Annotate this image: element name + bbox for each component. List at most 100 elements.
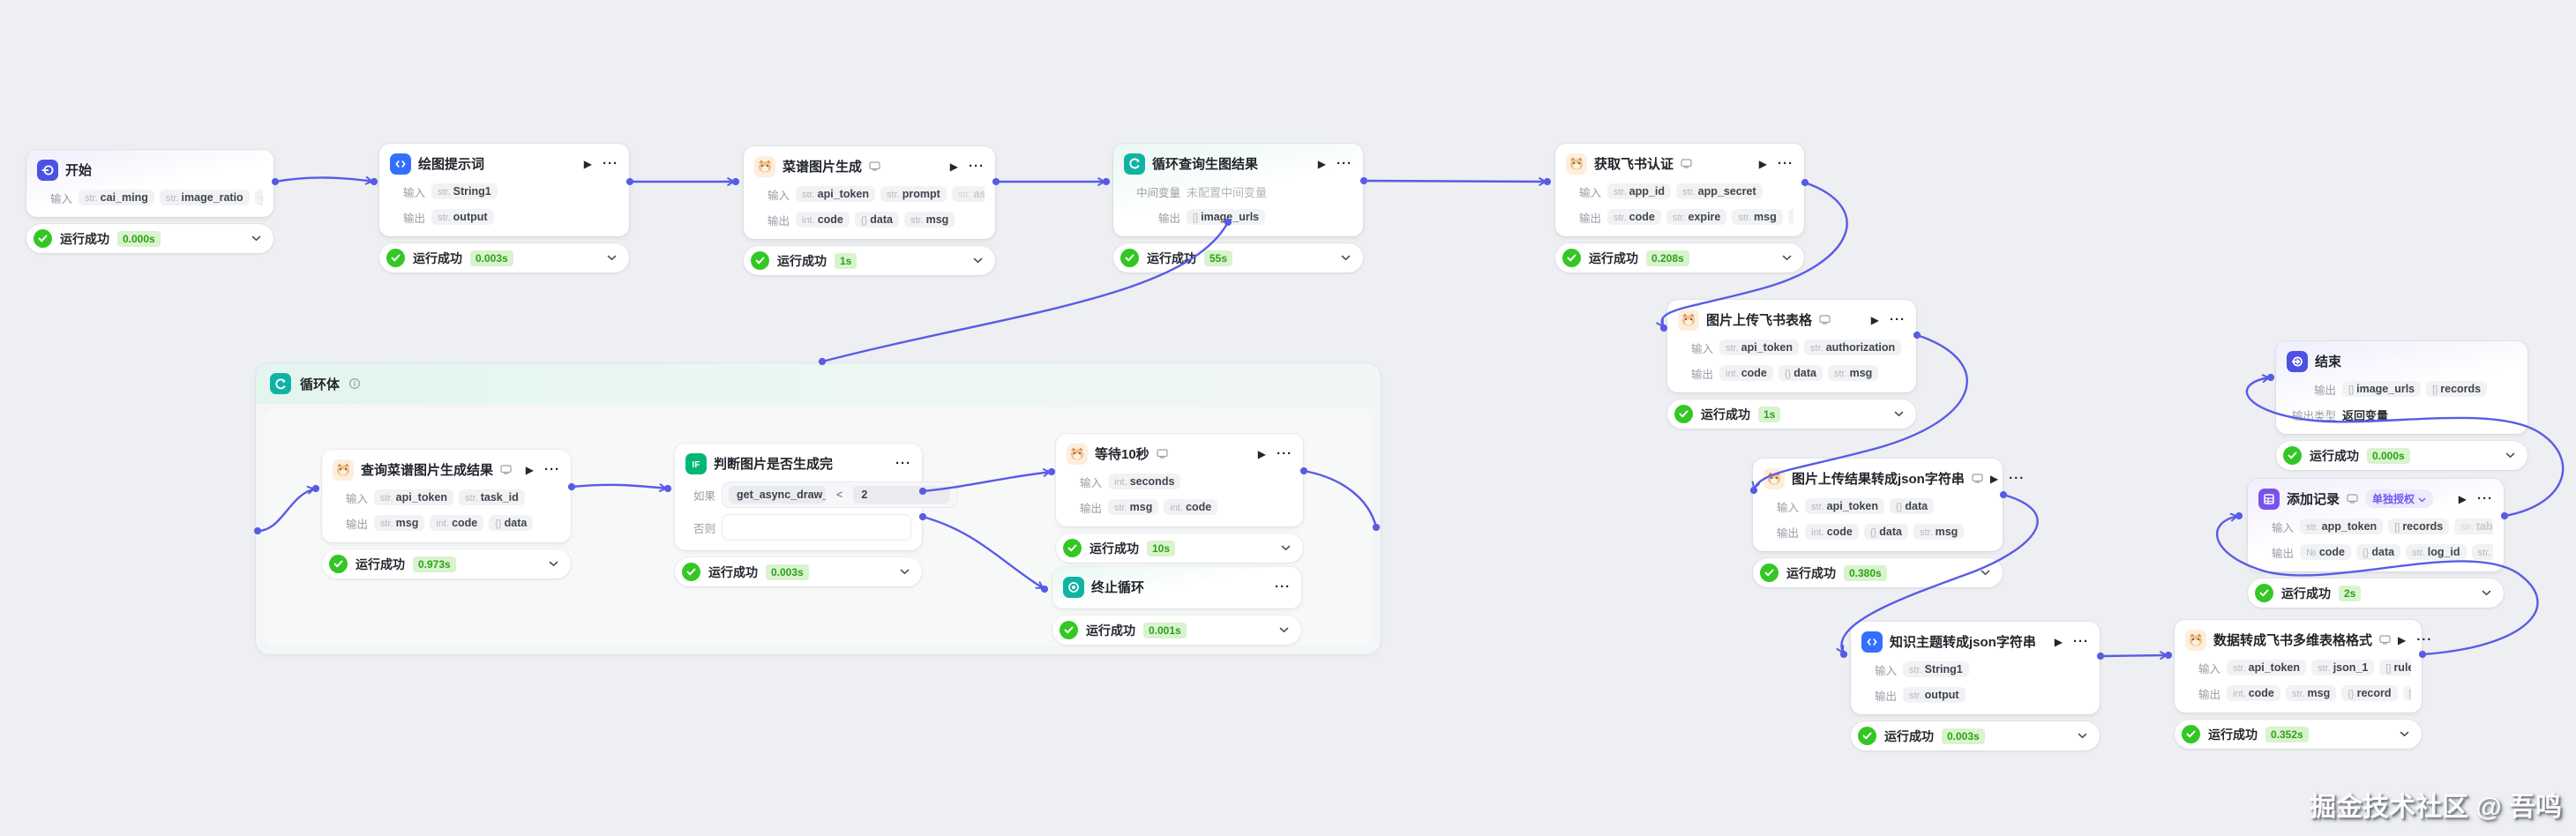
node-menu-button[interactable]: ··· bbox=[969, 159, 985, 174]
port-dot-input[interactable] bbox=[2235, 511, 2243, 520]
condition-box[interactable] bbox=[722, 514, 911, 541]
chevron-down-icon[interactable] bbox=[2505, 452, 2515, 459]
node-menu-button[interactable]: ··· bbox=[1275, 579, 1291, 594]
node-card[interactable]: 开始输入str.cai_mingstr.image_ratiostr.api_t… bbox=[26, 150, 273, 217]
node-menu-button[interactable]: ··· bbox=[2073, 634, 2089, 649]
edge-start-to-draw-prompt[interactable] bbox=[274, 175, 375, 185]
node-menu-button[interactable]: ··· bbox=[603, 156, 618, 171]
port-dot-input[interactable] bbox=[1102, 177, 1111, 186]
chevron-down-icon[interactable] bbox=[1341, 255, 1351, 261]
port-dot-input[interactable] bbox=[370, 177, 378, 186]
node-menu-button[interactable]: ··· bbox=[2416, 632, 2433, 647]
run-node-button[interactable]: ▶ bbox=[2458, 492, 2467, 505]
edge-loop-query-result-to-feishu-auth[interactable] bbox=[1363, 177, 1548, 186]
chevron-down-icon[interactable] bbox=[251, 235, 261, 242]
node-card[interactable]: 终止循环··· bbox=[1052, 567, 1301, 608]
chevron-down-icon[interactable] bbox=[1782, 255, 1792, 261]
port-dot-input[interactable] bbox=[731, 177, 740, 186]
chevron-down-icon[interactable] bbox=[1894, 411, 1904, 417]
node-menu-button[interactable]: ··· bbox=[1778, 156, 1793, 171]
node-menu-button[interactable]: ··· bbox=[2009, 471, 2026, 486]
run-node-button[interactable]: ▶ bbox=[1989, 472, 1999, 485]
run-node-button[interactable]: ▶ bbox=[583, 157, 592, 170]
run-node-button[interactable]: ▶ bbox=[525, 463, 534, 476]
run-node-button[interactable]: ▶ bbox=[949, 160, 958, 173]
chevron-down-icon[interactable] bbox=[2482, 590, 2491, 596]
loop-header[interactable]: 循环体 bbox=[256, 363, 1381, 404]
auth-badge[interactable]: 单独授权 bbox=[2365, 489, 2434, 508]
port-dot-input[interactable] bbox=[2164, 651, 2173, 660]
edge-topic-to-json-to-data-to-feishu-format[interactable] bbox=[2100, 651, 2169, 660]
run-node-button[interactable]: ▶ bbox=[1870, 313, 1879, 326]
node-menu-button[interactable]: ··· bbox=[544, 462, 560, 477]
port-dot-input[interactable] bbox=[1659, 324, 1668, 332]
node-menu-button[interactable]: ··· bbox=[2477, 491, 2493, 506]
run-node-button[interactable]: ▶ bbox=[1257, 447, 1266, 460]
chevron-down-icon[interactable] bbox=[549, 561, 558, 567]
run-node-button[interactable]: ▶ bbox=[1317, 157, 1326, 170]
chevron-down-icon[interactable] bbox=[607, 255, 617, 261]
run-node-button[interactable]: ▶ bbox=[2398, 633, 2407, 646]
chevron-down-icon[interactable] bbox=[1981, 570, 1990, 576]
chevron-down-icon[interactable] bbox=[2400, 731, 2409, 737]
condition-box[interactable]: get_async_draw_…<2 bbox=[722, 481, 958, 508]
port-dot-input[interactable] bbox=[1543, 177, 1552, 186]
node-menu-button[interactable]: ··· bbox=[1277, 446, 1292, 461]
node-card[interactable]: 循环查询生图结果▶···中间变量未配置中间变量输出[]image_urls bbox=[1113, 144, 1363, 236]
chevron-down-icon[interactable] bbox=[2078, 733, 2087, 739]
node-check-image-done[interactable]: IF判断图片是否生成完···如果get_async_draw_…<2否则运行成功… bbox=[675, 444, 958, 586]
node-menu-button[interactable]: ··· bbox=[895, 456, 911, 471]
chevron-down-icon[interactable] bbox=[973, 258, 983, 264]
chevron-down-icon[interactable] bbox=[1279, 627, 1289, 633]
node-menu-button[interactable]: ··· bbox=[1337, 156, 1352, 171]
port-dot-input[interactable] bbox=[2266, 373, 2275, 382]
run-node-button[interactable]: ▶ bbox=[1758, 157, 1767, 170]
chevron-down-icon[interactable] bbox=[1281, 545, 1291, 551]
port-dot-input[interactable] bbox=[1839, 650, 1848, 659]
node-menu-button[interactable]: ··· bbox=[1890, 312, 1906, 327]
chevron-down-icon[interactable] bbox=[900, 569, 910, 575]
run-node-button[interactable]: ▶ bbox=[2054, 635, 2063, 648]
